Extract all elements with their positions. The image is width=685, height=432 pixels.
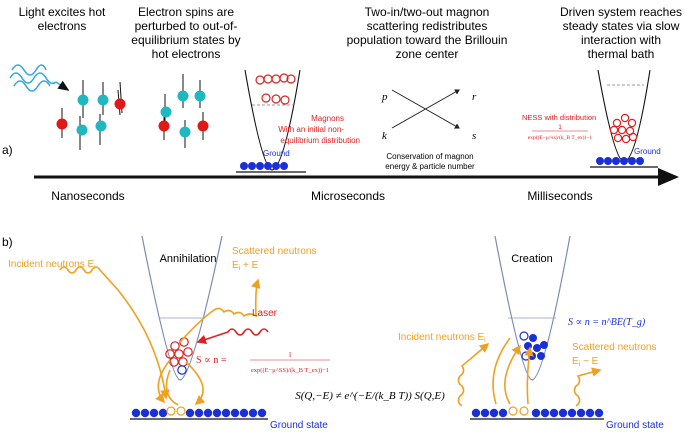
caption-1-line-2: electrons	[38, 19, 87, 33]
creation-bowl	[494, 235, 571, 381]
ground-label-2: Ground	[634, 147, 661, 156]
ness-label: NESS with distribution	[522, 113, 596, 122]
ness-numerator: 1	[558, 124, 562, 131]
caption-4-line-4: thermal bath	[588, 47, 655, 61]
conservation-note-line-1: Conservation of magnon	[386, 152, 473, 161]
caption-2-line-4: hot electrons	[152, 47, 221, 61]
caption-1-line-1: Light excites hot	[19, 5, 106, 19]
ground-label-1: Ground	[263, 149, 290, 158]
magnons-note-line-3: equilibrium distribution	[280, 136, 360, 145]
spin-teal	[194, 90, 206, 102]
spin-red	[197, 120, 209, 132]
caption-3-line-2: scattering redistributes	[367, 19, 488, 33]
light-wave-icon	[9, 64, 70, 92]
spin-teal	[77, 94, 89, 106]
svg-text:1: 1	[288, 351, 292, 359]
ground-holes-right	[508, 406, 529, 416]
ground-state-label-right: Ground state	[606, 420, 664, 431]
scattered-label-right-line-1: Scattered neutrons	[572, 342, 657, 353]
magnons-note-line-2: With an initial non-	[278, 125, 344, 134]
scattered-label-left-line-1: Scattered neutrons	[232, 246, 317, 257]
timeline-microseconds: Microseconds	[311, 189, 385, 203]
spin-teal	[160, 106, 172, 118]
caption-3-line-3: population toward the Brillouin	[347, 33, 508, 47]
laser-label: Laser	[252, 308, 278, 319]
spin-teal	[177, 90, 189, 102]
spin-red	[56, 118, 68, 130]
vector-p: p⃗	[381, 91, 396, 103]
spin-teal	[97, 94, 109, 106]
ground-holes-left	[166, 406, 186, 416]
vector-r: r⃗	[472, 91, 485, 103]
formula-creation: S ∝ n = n^BE(T_g)	[568, 317, 646, 328]
creation-title: Creation	[511, 253, 553, 265]
caption-2-line-2: perturbed to out-of-	[135, 19, 238, 33]
scattering-cross	[391, 89, 460, 129]
caption-4-line-3: interaction with	[581, 33, 661, 47]
incident-label-left: Incident neutrons Ei	[8, 259, 96, 271]
laser-beam	[196, 328, 269, 345]
caption-3-line-1: Two-in/two-out magnon	[365, 5, 490, 19]
conservation-note-line-2: energy & particle number	[385, 162, 475, 171]
detailed-balance-equation: S(Q,−E) ≠ e^(−E/(k_B T)) S(Q,E)	[295, 390, 445, 402]
caption-4-line-2: steady states via slow	[563, 19, 680, 33]
neutron-paths-left	[59, 266, 261, 406]
spin-red	[114, 98, 126, 110]
ground-electrons-right	[471, 408, 604, 418]
caption-4-line-1: Driven system reaches	[560, 5, 682, 19]
spin-teal	[95, 120, 107, 132]
panel-b-label: b)	[2, 235, 13, 249]
scattered-label-left-line-2: Ei + E	[232, 260, 259, 272]
vector-s: s⃗	[472, 130, 485, 142]
spin-teal	[76, 124, 88, 136]
timeline-milliseconds: Milliseconds	[527, 189, 592, 203]
magnon-bowl-1	[236, 69, 306, 173]
caption-2-line-1: Electron spins are	[138, 5, 234, 19]
ness-denominator: exp((E−μ^ss)/(k_B T_ex))−1	[528, 134, 593, 141]
magnon-bowl-2	[590, 69, 658, 168]
ground-electrons-left	[131, 408, 267, 418]
panel-a-label: a)	[2, 143, 13, 157]
svg-text:S ∝ n =: S ∝ n =	[196, 355, 227, 366]
svg-text:exp((E−μ^SS)/(k_B T_ex))−1: exp((E−μ^SS)/(k_B T_ex))−1	[251, 367, 329, 374]
caption-3-line-4: zone center	[396, 47, 459, 61]
magnons-note-line-1: Magnons	[311, 114, 344, 123]
spin-teal	[179, 126, 191, 138]
ground-state-label-left: Ground state	[270, 420, 328, 431]
incident-label-right: Incident neutrons Ei	[398, 332, 486, 344]
scattered-label-right-line-2: Ei − E	[572, 356, 599, 368]
neutron-paths-right	[457, 337, 602, 407]
annihilation-bowl	[141, 235, 223, 381]
spin-red	[158, 120, 170, 132]
spin-cluster-1	[56, 80, 126, 150]
spin-cluster-2	[158, 74, 209, 148]
caption-2-line-3: equilibrium states by	[131, 33, 240, 47]
timeline-nanoseconds: Nanoseconds	[51, 189, 124, 203]
vector-k: k⃗	[382, 130, 395, 142]
annihilation-title: Annihilation	[160, 253, 217, 265]
formula-annihilation: S ∝ n = 1 exp((E−μ^SS)/(k_B T_ex))−1	[196, 351, 330, 374]
